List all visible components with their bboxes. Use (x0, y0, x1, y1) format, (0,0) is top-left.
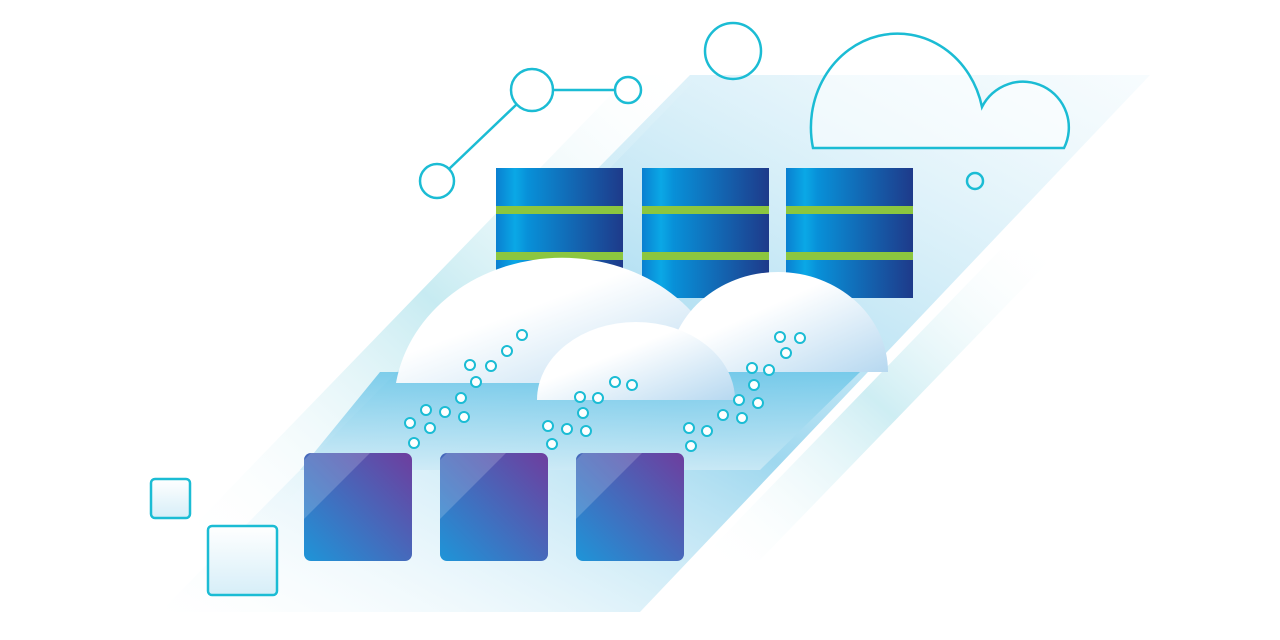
circle-icon (703, 21, 763, 81)
square-outline-icon (206, 524, 279, 597)
network-icon (418, 67, 643, 200)
chip-blocks (304, 453, 684, 561)
cloud-dome (537, 322, 735, 400)
background-strip (700, 250, 1060, 560)
square-outline-icon (149, 477, 192, 520)
cloud-dome (668, 272, 888, 372)
cloud-outline-icon (809, 32, 1071, 150)
data-dots (404, 329, 806, 452)
circle-icon (965, 171, 985, 191)
